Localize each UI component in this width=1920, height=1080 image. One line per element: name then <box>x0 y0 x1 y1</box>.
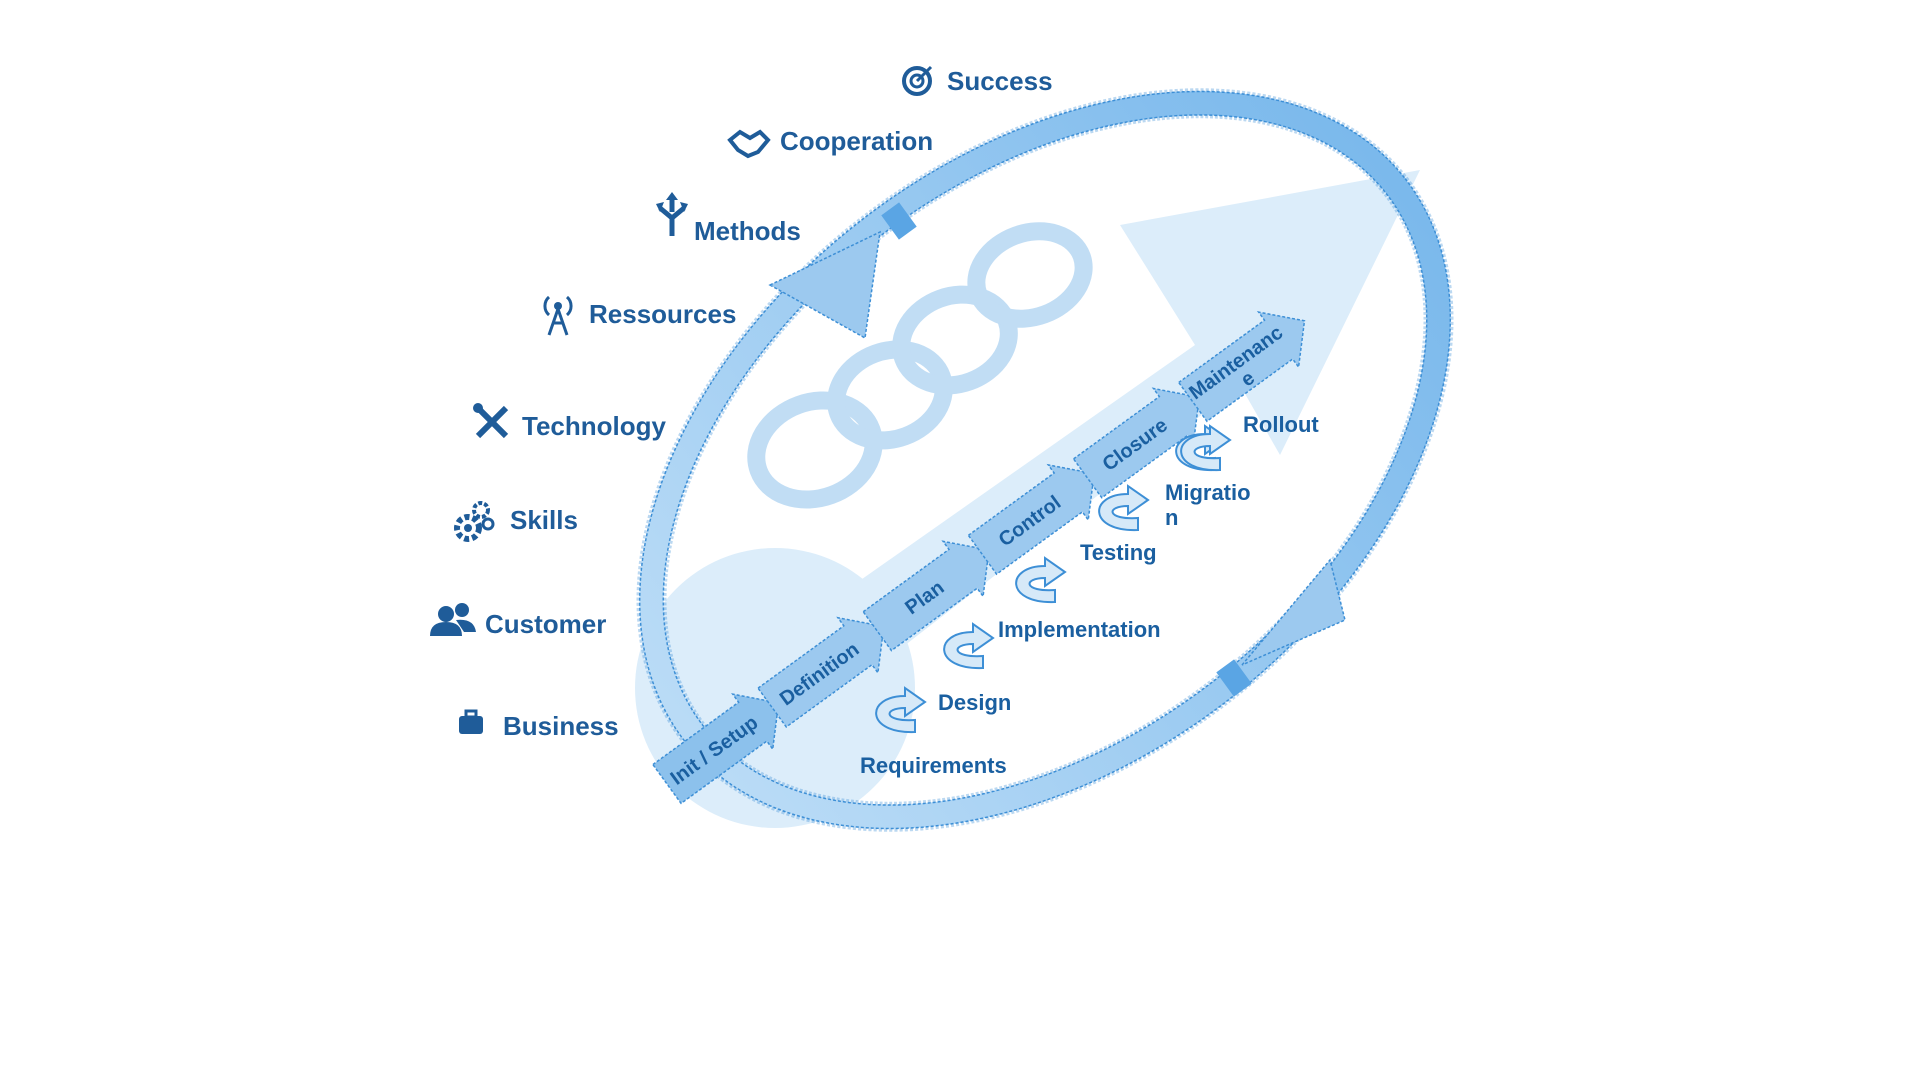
gears-icon <box>454 501 495 542</box>
phase-arrow-shape <box>967 463 1095 576</box>
phase-arrow-shape <box>757 616 885 729</box>
step-implementation: Implementation <box>998 556 1161 642</box>
curl-arrow-icon <box>1015 556 1067 604</box>
cycle-arrowhead-upper <box>768 230 881 340</box>
factor-business: Business <box>459 709 619 741</box>
step-design: Design <box>938 622 1011 715</box>
step-rollout: Rollout <box>1180 412 1319 472</box>
factor-skills: Skills <box>454 501 578 542</box>
curl-arrow-icon <box>1098 484 1150 532</box>
cycle-marker-upper <box>881 202 917 240</box>
factor-label: Cooperation <box>780 126 933 156</box>
phase-arrow-shape <box>1072 387 1201 499</box>
target-icon <box>902 65 933 96</box>
phase-arrow-shape <box>862 540 990 652</box>
cycle-arrowhead-lower <box>1241 558 1346 666</box>
step-requirements: Requirements <box>860 686 1007 778</box>
cycle-marker-lower <box>1216 659 1252 697</box>
handshake-icon <box>727 129 771 159</box>
factor-cooperation: Cooperation <box>727 126 933 159</box>
step-label-continued: n <box>1165 505 1178 530</box>
step-testing: Testing <box>1080 484 1157 565</box>
users-icon <box>430 603 476 636</box>
step-label: Requirements <box>860 753 1007 778</box>
phase-plan: Plan <box>862 540 990 652</box>
factor-label: Business <box>503 711 619 741</box>
factor-technology: Technology <box>473 403 667 441</box>
success-factors: Success Cooperation Methods <box>430 65 1053 741</box>
factor-label: Methods <box>694 216 801 246</box>
factor-label: Technology <box>522 411 667 441</box>
phase-arrow-shape <box>1177 311 1306 423</box>
factor-methods: Methods <box>656 192 801 246</box>
step-label: Rollout <box>1243 412 1319 437</box>
factor-label: Skills <box>510 505 578 535</box>
loop-arrow <box>892 285 1018 395</box>
factor-customer: Customer <box>430 603 606 639</box>
step-label: Implementation <box>998 617 1161 642</box>
curl-arrow-icon <box>1180 424 1232 472</box>
factor-label: Success <box>947 66 1053 96</box>
factor-success: Success <box>902 65 1053 96</box>
factor-ressources: Ressources <box>543 295 736 336</box>
step-label: Testing <box>1080 540 1157 565</box>
iteration-loops <box>747 222 1093 509</box>
tools-icon <box>473 403 509 439</box>
loop-arrow <box>747 391 883 509</box>
split-arrows-icon <box>656 192 688 236</box>
factor-label: Customer <box>485 609 606 639</box>
briefcase-icon <box>459 709 483 734</box>
phase-arrow-shape <box>651 693 780 805</box>
loop-arrow <box>967 222 1093 328</box>
step-label: Migratio <box>1165 480 1251 505</box>
antenna-tower-icon <box>543 295 573 336</box>
curl-arrow-icon <box>943 622 995 670</box>
step-label: Design <box>938 690 1011 715</box>
loop-arrow <box>827 340 953 450</box>
process-steps: Requirements Design Implementation Testing M… <box>860 412 1319 778</box>
curl-arrow-icon <box>875 686 927 734</box>
factor-label: Ressources <box>589 299 736 329</box>
